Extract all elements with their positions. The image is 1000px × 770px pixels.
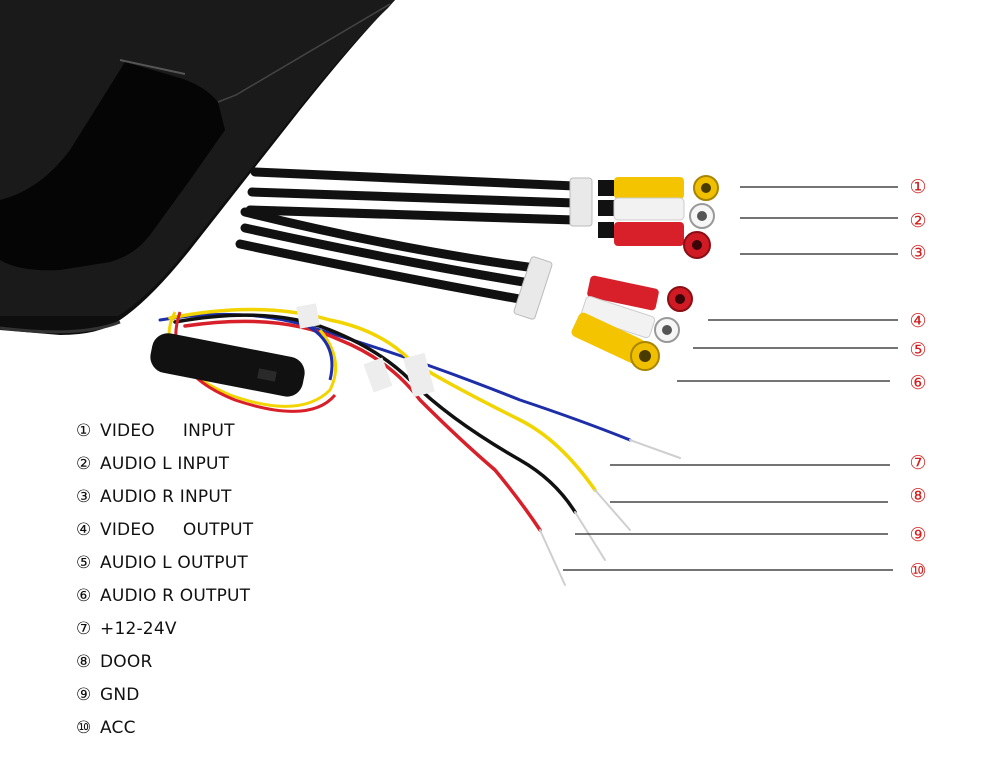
legend-label: AUDIO L OUTPUT (100, 553, 248, 573)
legend-label: +12-24V (100, 619, 177, 639)
callout-7: ⑦ (909, 452, 927, 474)
callout-4: ④ (909, 310, 927, 332)
rca-input-connectors (569, 175, 719, 259)
legend-label: VIDEO OUTPUT (100, 520, 254, 540)
callout-3: ③ (909, 242, 927, 264)
legend-label: GND (100, 685, 140, 705)
callout-5: ⑤ (909, 339, 927, 361)
legend-number: ⑥ (76, 586, 92, 606)
legend-item: ③ AUDIO R INPUT (76, 484, 253, 517)
legend-number: ⑩ (76, 718, 92, 738)
legend-item: ⑥ AUDIO R OUTPUT (76, 583, 253, 616)
legend-item: ② AUDIO L INPUT (76, 451, 253, 484)
rca-audio-r-output (587, 275, 693, 312)
fuse-holder (150, 311, 338, 413)
legend-number: ② (76, 454, 92, 474)
callout-9: ⑨ (909, 524, 927, 546)
legend-number: ⑨ (76, 685, 92, 705)
rca-audio-r-input (598, 222, 711, 259)
callout-6: ⑥ (909, 372, 927, 394)
legend-label: DOOR (100, 652, 153, 672)
callout-10: ⑩ (909, 560, 927, 582)
legend-label: AUDIO L INPUT (100, 454, 230, 474)
legend-item: ④ VIDEO OUTPUT (76, 517, 253, 550)
rca-output-connectors (513, 256, 693, 371)
legend-item: ⑦ +12-24V (76, 616, 253, 649)
legend-number: ⑤ (76, 553, 92, 573)
rca-audio-l-input (598, 197, 715, 229)
legend-number: ⑦ (76, 619, 92, 639)
legend-number: ① (76, 421, 92, 441)
rca-audio-l-output (580, 295, 680, 343)
legend-item: ⑨ GND (76, 682, 253, 715)
legend-item: ⑧ DOOR (76, 649, 253, 682)
legend-label: VIDEO INPUT (100, 421, 235, 441)
input-cable-bundle (235, 167, 580, 305)
legend-item: ⑤ AUDIO L OUTPUT (76, 550, 253, 583)
legend-number: ④ (76, 520, 92, 540)
legend-item: ① VIDEO INPUT (76, 418, 253, 451)
legend-number: ⑧ (76, 652, 92, 672)
legend-item: ⑩ ACC (76, 715, 253, 748)
legend-label: AUDIO R INPUT (100, 487, 232, 507)
callout-2: ② (909, 210, 927, 232)
callout-8: ⑧ (909, 485, 927, 507)
callout-1: ① (909, 176, 927, 198)
monitor-housing (0, 0, 395, 335)
leader-lines (563, 186, 898, 571)
legend-number: ③ (76, 487, 92, 507)
rca-video-output (571, 312, 660, 371)
rca-video-input (598, 175, 719, 201)
legend-label: ACC (100, 718, 136, 738)
legend-label: AUDIO R OUTPUT (100, 586, 251, 606)
wire-label-sleeves (296, 303, 435, 398)
legend: ① VIDEO INPUT ② AUDIO L INPUT ③ AUDIO R INP… (76, 418, 253, 748)
